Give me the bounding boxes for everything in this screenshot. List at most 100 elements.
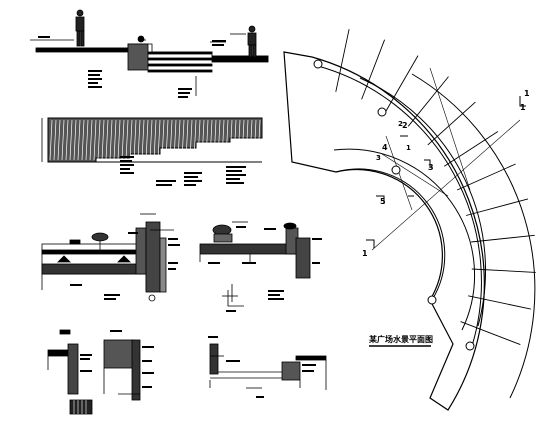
hatch-line [157,119,161,161]
paving-joint-line [444,131,499,167]
hatch-line [209,119,213,161]
hatch-line [177,119,181,161]
section-detail-a [41,227,147,290]
hatch-line [145,119,149,161]
section-arrows [366,96,526,248]
paving-joint-line [335,29,350,92]
paving-joint-line [471,268,536,273]
hatch-line [137,119,141,161]
hatch-line [201,119,205,161]
plan-section-labels: 1 2 3 4 5 1 1 1 2 3 [362,89,530,258]
hatch-line [213,119,217,161]
hatch-line [193,119,197,161]
section-mark-5: 5 [380,197,386,206]
paving-joint-line [456,163,516,191]
hatch-line [65,119,69,161]
hatch-line [237,119,241,161]
hatch-line [77,119,81,161]
person-figure-right [247,25,257,58]
paving-joint-line [471,234,535,243]
person-figure-left [75,9,85,47]
top-section-text-blocks [38,36,226,98]
hatch-line [133,119,137,161]
pool-inner-arc-1 [317,65,482,347]
section-mark-1c: 1 [520,103,526,112]
pool-inner-arc-3 [333,148,476,331]
wall-elevation-block [41,117,263,163]
hatch-line [205,119,209,161]
hatch-line [197,119,201,161]
paving-joint-line [385,55,419,112]
hatch-line [129,119,133,161]
wall-mark-2: 2 [398,120,403,128]
section-detail-a-text [70,232,180,300]
hatch-line [173,119,177,161]
hatch-line [185,119,189,161]
paving-joint-line [465,198,529,216]
hatch-line [153,119,157,161]
plan-title: 某广场水景平面图 [368,334,433,344]
paving-radial-lines [335,29,536,346]
hatch-line [189,119,193,161]
hatch-line [229,119,233,161]
section-detail-a-tall-wall [140,213,174,302]
hatch-line [105,119,109,161]
section-mark-4: 4 [382,143,388,152]
hatch-line [181,119,185,161]
hatch-line [73,119,77,161]
hatch-line [97,119,101,161]
hatch-line [241,119,245,161]
pool-inner-arc-2 [335,168,446,301]
hatch-line [161,119,165,161]
hatch-line [109,119,113,161]
paving-ring-outer [411,73,536,399]
hatch-line [93,119,97,161]
fountain-fan-plan [283,29,536,411]
section-detail-b-text [208,226,322,312]
hatch-line [141,119,145,161]
paving-ring-inner [359,77,487,327]
hatch-line [253,119,257,161]
paving-joint-line [407,76,449,127]
hatch-line [69,119,73,161]
section-mark-1: 1 [524,89,530,98]
hatch-line [233,119,237,161]
plan-outline [283,51,485,411]
hatch-line [125,119,129,161]
hatch-line [149,119,153,161]
hatch-line [81,119,85,161]
hatch-line [121,119,125,161]
hatch-line [85,119,89,161]
hatch-line [61,119,65,161]
hatch-line [165,119,169,161]
hatch-line [53,119,57,161]
section-mark-2: 2 [402,121,408,130]
hatch-line [217,119,221,161]
paving-joint-line [361,39,386,100]
hatch-line [89,119,93,161]
bottom-detail-center [209,343,327,390]
wall-mark-3: 3 [376,154,381,162]
hatch-line [257,119,261,161]
paving-joint-line [427,101,476,146]
hatch-line [101,119,105,161]
hatch-line [245,119,249,161]
hatch-line [49,119,53,161]
bottom-detail-center-text [208,336,316,398]
hatch-line [169,119,173,161]
wall-elevation-text-blocks [120,156,246,186]
top-section-elevation [30,9,269,96]
hatch-line [113,119,117,161]
plan-node-circles [313,59,475,351]
hatch-line [225,119,229,161]
bottom-detail-left [47,329,141,415]
section-mark-1b: 1 [362,249,368,258]
section-detail-b [199,221,311,307]
paving-joint-line [460,321,521,346]
hatch-line [221,119,225,161]
hatch-line [57,119,61,161]
wall-mark-1: 1 [406,144,411,152]
paving-joint-line [468,295,531,310]
hatch-line [249,119,253,161]
